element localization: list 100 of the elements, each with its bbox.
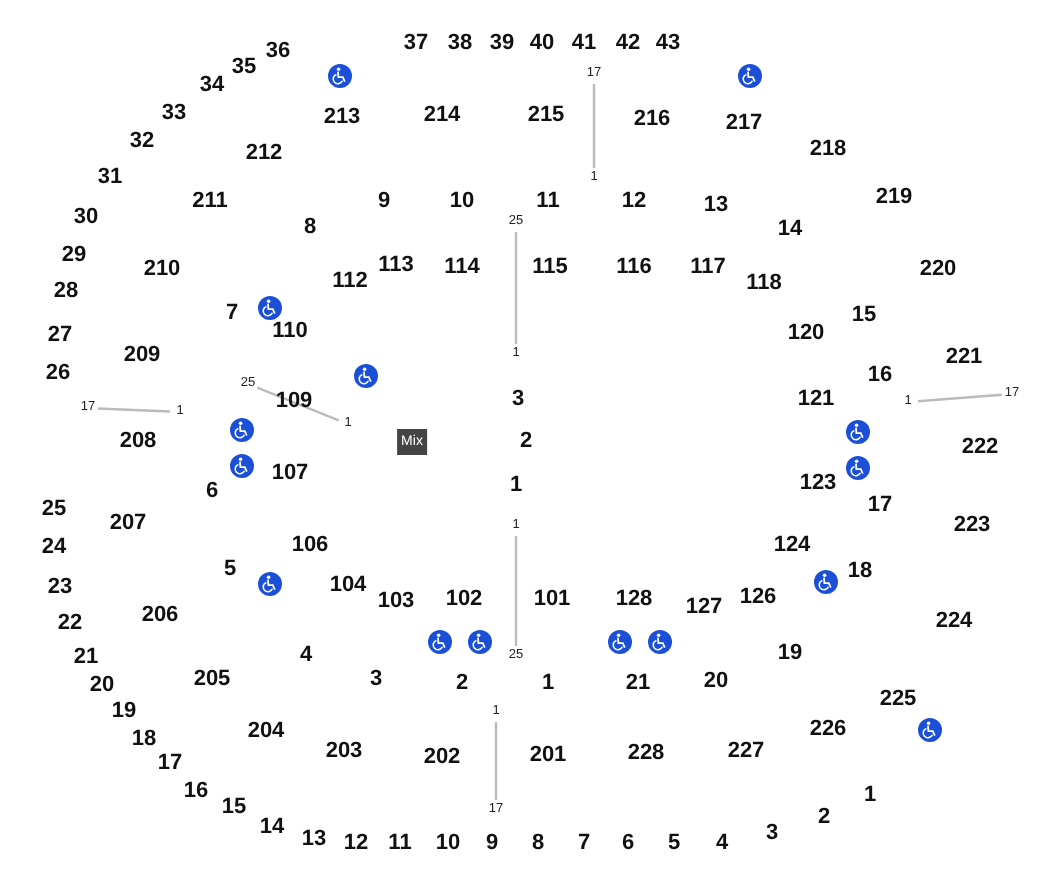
section-number: 4 [715,833,729,855]
section-number: 15 [221,797,247,819]
section-number: 13 [703,195,729,217]
section-number: 20 [703,671,729,693]
section-number: 211 [192,191,228,213]
section-number: 6 [205,481,219,503]
section-number: 25 [41,499,67,521]
section-number: 7 [225,303,239,325]
section-number: 31 [97,167,123,189]
section-number: 128 [615,589,653,611]
section-number: 32 [129,131,155,153]
section-number: 104 [329,575,367,597]
section-number: 115 [532,257,568,279]
section-number: 206 [141,605,179,627]
section-number: 34 [199,75,225,97]
section-number: 11 [388,833,412,855]
section-number: 106 [291,535,329,557]
section-number: 21 [73,647,99,669]
section-number: 202 [423,747,461,769]
section-number: 14 [259,817,285,839]
section-number: 121 [797,389,835,411]
section-number: 37 [403,33,429,55]
section-number: 201 [529,745,567,767]
section-number: 1 [863,785,877,807]
section-number: 24 [41,537,67,559]
section-number: 114 [444,257,480,279]
section-number: 214 [423,105,461,127]
section-number: 210 [143,259,181,281]
section-number: 11 [536,191,560,213]
section-number: 203 [325,741,363,763]
section-number: 218 [809,139,847,161]
section-number: 17 [157,753,183,775]
section-number: 43 [655,33,681,55]
section-number: 16 [183,781,209,803]
section-number: 29 [61,245,87,267]
section-number: 113 [378,255,414,277]
section-number: 5 [667,833,681,855]
section-number: 21 [625,673,651,695]
section-number: 204 [247,721,285,743]
section-number: 2 [455,673,469,695]
section-number: 14 [777,219,803,241]
section-number: 221 [945,347,983,369]
section-number: 4 [299,645,313,667]
section-number: 9 [377,191,391,213]
area-number: 3 [511,389,525,411]
section-number: 7 [577,833,591,855]
section-number: 226 [809,719,847,741]
section-number: 23 [47,577,73,599]
section-number: 1 [541,673,555,695]
area-number: 1 [509,475,523,497]
section-number: 8 [531,833,545,855]
section-number: 16 [867,365,893,387]
section-number: 12 [621,191,647,213]
section-number: 33 [161,103,187,125]
section-number: 18 [847,561,873,583]
section-number: 103 [377,591,415,613]
section-number: 41 [571,33,597,55]
section-number: 217 [725,113,763,135]
section-number: 123 [799,473,837,495]
section-number: 117 [690,257,726,279]
section-number: 17 [867,495,893,517]
section-number: 40 [529,33,555,55]
section-number: 126 [739,587,777,609]
section-number: 28 [53,281,79,303]
section-number: 38 [447,33,473,55]
section-number: 208 [119,431,157,453]
section-number: 109 [275,391,313,413]
section-number: 6 [621,833,635,855]
section-number: 118 [746,273,782,295]
section-number: 215 [527,105,565,127]
section-number: 18 [131,729,157,751]
area-number: 2 [519,431,533,453]
section-number: 27 [47,325,73,347]
section-number: 225 [879,689,917,711]
section-number: 26 [45,363,71,385]
section-number: 205 [193,669,231,691]
section-number: 227 [727,741,765,763]
section-number: 220 [919,259,957,281]
section-number: 219 [875,187,913,209]
section-number: 209 [123,345,161,367]
section-number: 19 [111,701,137,723]
section-number: 22 [57,613,83,635]
section-number: 30 [73,207,99,229]
section-number: 212 [245,143,283,165]
section-number: 10 [435,833,461,855]
section-number: 15 [851,305,877,327]
section-number: 3 [369,669,383,691]
section-number: 2 [817,807,831,829]
section-number: 36 [265,41,291,63]
section-number: 120 [787,323,825,345]
section-number: 13 [301,829,327,851]
section-number: 107 [271,463,309,485]
section-number: 35 [231,57,257,79]
section-number: 39 [489,33,515,55]
section-number: 112 [332,271,368,293]
section-number: 9 [485,833,499,855]
section-number: 228 [627,743,665,765]
section-number: 8 [303,217,317,239]
section-number: 3 [765,823,779,845]
section-number: 222 [961,437,999,459]
